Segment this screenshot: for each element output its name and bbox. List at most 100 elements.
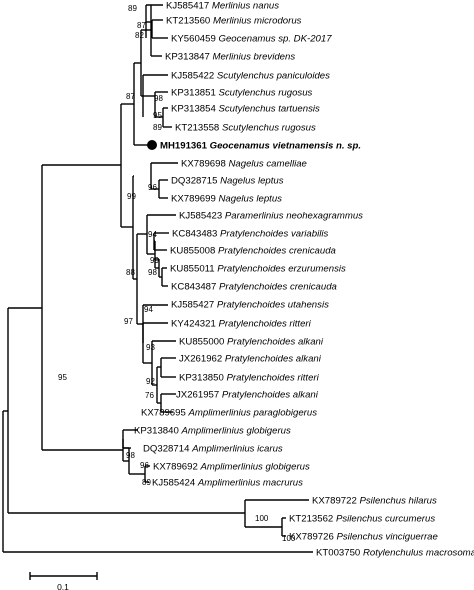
taxon-label-kj585427: KJ585427 Pratylenchoides utahensis: [171, 299, 329, 310]
accession-number: KP313851: [171, 87, 218, 98]
support-value: 97: [124, 317, 133, 326]
new-species-marker-icon: [147, 140, 157, 150]
accession-number: KJ585423: [179, 210, 225, 221]
taxon-label-kp313854: KP313854 Scutylenchus tartuensis: [171, 103, 320, 114]
accession-number: KJ585424: [152, 477, 198, 488]
accession-number: KJ585422: [171, 70, 217, 81]
accession-number: JX261957: [176, 389, 222, 400]
support-value: 93: [146, 343, 155, 352]
support-value: 99: [127, 192, 136, 201]
species-name: Merlinius microdorus: [213, 15, 302, 26]
species-name: Pratylenchoides crenicauda: [218, 245, 336, 256]
taxon-label-ku855008: KU855008 Pratylenchoides crenicauda: [170, 245, 336, 256]
taxon-label-ky424321: KY424321 Pratylenchoides ritteri: [171, 318, 312, 329]
support-value: 94: [148, 230, 157, 239]
accession-number: KP313854: [171, 103, 218, 114]
accession-number: KX789699: [171, 193, 218, 204]
scale-bar: 0.1: [29, 572, 98, 590]
accession-number: KX789695: [141, 407, 188, 418]
species-name: Geocenamus sp. DK-2017: [218, 33, 332, 44]
accession-number: KC843487: [171, 281, 219, 292]
support-value: 87: [137, 21, 146, 30]
taxon-label-kx789726: KX789726 Psilenchus vinciguerrae: [289, 531, 438, 542]
taxon-label-jx261957: JX261957 Pratylenchoides alkani: [176, 389, 319, 400]
support-value: 95: [153, 111, 162, 120]
taxon-label-kp313851: KP313851 Scutylenchus rugosus: [171, 87, 313, 98]
taxon-label-kt213562: KT213562 Psilenchus curcumerus: [289, 513, 435, 524]
species-name: Amplimerlinius macrurus: [197, 477, 303, 488]
taxon-label-mh191361: MH191361 Geocenamus vietnamensis n. sp.: [160, 140, 361, 151]
taxon-label-kt213560: KT213560 Merlinius microdorus: [166, 15, 302, 26]
species-name: Amplimerlinius globigerus: [199, 461, 310, 472]
accession-number: JX261962: [179, 353, 225, 364]
taxon-label-dq328715: DQ328715 Nagelus leptus: [171, 175, 284, 186]
support-value: 98: [126, 451, 135, 460]
species-name: Scutylenchus tartuensis: [218, 103, 320, 114]
accession-number: KT213560: [166, 15, 213, 26]
species-name: Pratylenchoides erzurumensis: [217, 263, 346, 274]
species-name: Merlinius nanus: [212, 0, 279, 11]
support-values: 8987829895878999969499988894939276979896…: [58, 4, 296, 543]
taxon-label-kt003750: KT003750 Rotylenchulus macrosoma: [316, 547, 474, 558]
species-name: Pratylenchoides utahensis: [217, 299, 329, 310]
accession-number: KP313847: [165, 51, 212, 62]
species-name: Nagelus leptus: [220, 175, 284, 186]
species-name: Psilenchus hilarus: [359, 495, 437, 506]
species-name: Paramerlinius neohexagrammus: [225, 210, 363, 221]
taxon-label-kj585417: KJ585417 Merlinius nanus: [166, 0, 279, 11]
species-name: Merlinius brevidens: [212, 51, 295, 62]
accession-number: KT213558: [175, 122, 222, 133]
support-value: 98: [154, 94, 163, 103]
support-value: 99: [150, 256, 159, 265]
accession-number: KT213562: [289, 513, 336, 524]
taxon-label-kj585424: KJ585424 Amplimerlinius macrurus: [152, 477, 303, 488]
scale-bar-label: 0.1: [57, 582, 69, 590]
accession-number: KJ585427: [171, 299, 217, 310]
accession-number: KX789726: [289, 531, 336, 542]
accession-number: KU855011: [170, 263, 217, 274]
species-name: Pratylenchoides variabilis: [220, 228, 328, 239]
tree-branches: [2, 4, 313, 553]
species-name: Pratylenchoides alkani: [222, 389, 319, 400]
accession-number: KY424321: [171, 318, 218, 329]
taxon-label-kp313840: KP313840 Amplimerlinius globigerus: [134, 425, 291, 436]
support-value: 98: [148, 268, 157, 277]
support-value: 100: [255, 514, 269, 523]
species-name: Scutylenchus rugosus: [222, 122, 316, 133]
species-name: Psilenchus vinciguerrae: [336, 531, 437, 542]
accession-number: KY560459: [171, 33, 218, 44]
taxon-label-kc843483: KC843483 Pratylenchoides variabilis: [172, 228, 328, 239]
accession-number: KX789722: [312, 495, 359, 506]
taxon-label-kx789698: KX789698 Nagelus camelliae: [181, 158, 307, 169]
species-name: Nagelus camelliae: [228, 158, 306, 169]
taxon-label-kj585422: KJ585422 Scutylenchus paniculoides: [171, 70, 330, 81]
support-value: 96: [140, 461, 149, 470]
support-value: 94: [144, 305, 153, 314]
support-value: 89: [142, 478, 151, 487]
accession-number: KJ585417: [166, 0, 212, 11]
species-name: Geocenamus vietnamensis n. sp.: [210, 140, 361, 151]
accession-number: DQ328714: [143, 443, 192, 454]
support-value: 95: [58, 373, 67, 382]
accession-number: KT003750: [316, 547, 363, 558]
taxon-label-ku855000: KU855000 Pratylenchoides alkani: [179, 336, 324, 347]
support-value: 88: [126, 268, 135, 277]
taxon-label-kp313850: KP313850 Pratylenchoides ritteri: [179, 372, 320, 383]
support-value: 92: [146, 377, 155, 386]
species-name: Pratylenchoides alkani: [227, 336, 324, 347]
species-name: Pratylenchoides alkani: [225, 353, 322, 364]
accession-number: KC843483: [172, 228, 220, 239]
species-name: Pratylenchoides ritteri: [226, 372, 319, 383]
taxon-label-kx789699: KX789699 Nagelus leptus: [171, 193, 282, 204]
support-value: 87: [126, 92, 135, 101]
accession-number: KX789692: [153, 461, 200, 472]
taxon-label-kx789722: KX789722 Psilenchus hilarus: [312, 495, 437, 506]
accession-number: KP313850: [179, 372, 226, 383]
species-name: Pratylenchoides ritteri: [218, 318, 311, 329]
taxon-label-kp313847: KP313847 Merlinius brevidens: [165, 51, 295, 62]
support-value: 96: [148, 183, 157, 192]
support-value: 89: [153, 123, 162, 132]
accession-number: KX789698: [181, 158, 228, 169]
